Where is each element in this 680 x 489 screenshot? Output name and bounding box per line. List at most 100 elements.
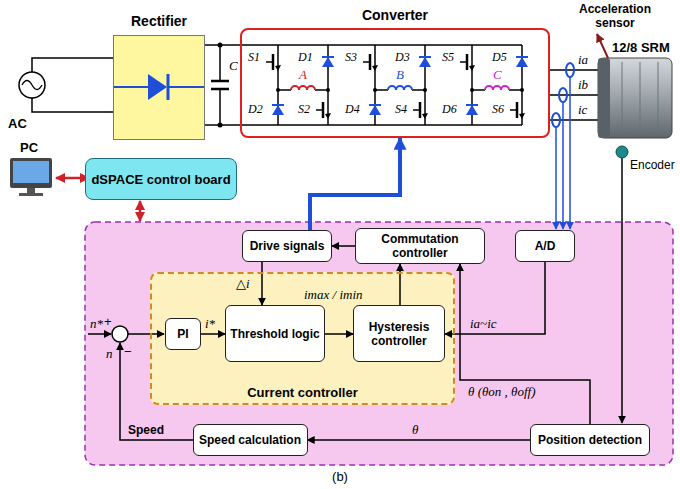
junction-dot [520, 88, 524, 92]
motor-rib [658, 62, 659, 134]
diode-symbol [466, 105, 478, 115]
box-text: dSPACE control board [91, 172, 230, 187]
text-label: S3 [345, 50, 357, 64]
wire [32, 58, 113, 72]
summing-junction [112, 326, 128, 342]
rectifier-box: Rectifier [113, 35, 205, 140]
text-label: n [106, 346, 113, 361]
diode-bar [272, 104, 284, 106]
rectifier-fill [113, 35, 205, 140]
text-label: A [299, 67, 307, 82]
diode-lead [113, 86, 148, 88]
junction-dot [423, 88, 427, 92]
controller-group: Current controller PI Threshold logic Hyste… [150, 272, 455, 405]
junction-dot [326, 88, 330, 92]
encoder-symbol [616, 146, 628, 158]
connector-arrow [332, 245, 355, 247]
heading-text: Converter [202, 7, 588, 24]
junction-dot [218, 43, 223, 48]
box-text: Position detection [538, 433, 642, 447]
motor-rib [640, 62, 641, 134]
igbt-arrow [372, 65, 378, 71]
diode-bar [369, 104, 381, 106]
process-box: Hysteresis controller [353, 305, 445, 362]
heading-text: Rectifier [74, 13, 244, 30]
text-label: D1 [298, 50, 313, 64]
text-label: C [229, 58, 238, 73]
connector-arrow [325, 333, 353, 335]
current-sensor [552, 113, 560, 127]
phase-winding [291, 86, 315, 90]
pc-stand [27, 188, 35, 193]
igbt-gate [510, 109, 517, 111]
current-sensor [559, 88, 567, 102]
text-label: ia [578, 52, 588, 67]
signal-label: imax / imin [304, 287, 363, 302]
signal-label: θ (θon , θoff) [468, 384, 536, 399]
process-box: A/D [515, 230, 575, 262]
speed-feedback [120, 343, 194, 440]
diode-symbol [516, 57, 528, 67]
reference-input [88, 333, 111, 335]
connector-arrow [308, 439, 531, 441]
connector-arrow [310, 138, 400, 230]
motor-body [598, 58, 672, 138]
capacitor-plate [211, 80, 229, 83]
text-label: S6 [492, 102, 504, 116]
encoder-signal [621, 158, 623, 423]
text-label: 12/8 SRM [612, 40, 670, 55]
text-label: D4 [345, 102, 360, 116]
signal-label: i* [205, 316, 215, 331]
current-controller-fill [150, 272, 455, 405]
connector-arrow [399, 264, 401, 305]
process-box: Threshold logic [225, 305, 325, 362]
text-label: S2 [298, 102, 310, 116]
text-label: − [124, 344, 132, 359]
box-text: PI [177, 327, 188, 341]
phase-winding [485, 86, 509, 90]
signal-label: θ [412, 422, 418, 437]
pc-screen [13, 161, 49, 183]
igbt-arrow [275, 65, 281, 71]
text-label: D3 [395, 50, 410, 64]
igbt-arrow [519, 113, 525, 119]
box-text: Speed calculation [199, 433, 301, 447]
pc-base [19, 193, 43, 196]
igbt-gate [363, 61, 370, 63]
diode-bar [516, 56, 528, 58]
capacitor-lead [219, 89, 221, 125]
current-sensor [566, 63, 574, 77]
text-label: S5 [442, 50, 454, 64]
current-signal [555, 127, 557, 229]
box-text: Threshold logic [230, 327, 319, 341]
igbt-arrow [469, 65, 475, 71]
junction-dot [470, 88, 474, 92]
diode-symbol [148, 74, 167, 100]
connector-arrow [460, 264, 590, 424]
wire [32, 98, 113, 112]
igbt-gate [460, 61, 467, 63]
current-signal [562, 102, 564, 229]
motor-flange [598, 58, 610, 138]
phase-wire [550, 94, 598, 96]
text-label: PC [20, 140, 38, 155]
text-label: B [396, 67, 404, 82]
signal-label: △i [236, 276, 250, 291]
text-label: D2 [248, 102, 263, 116]
converter-box: Converter [240, 28, 550, 138]
current-signal [569, 77, 571, 229]
diode-bar [322, 56, 334, 58]
text-label: + [104, 314, 112, 329]
box-text: Hysteresis controller [354, 320, 444, 348]
capacitor-lead [219, 45, 221, 81]
box-text: Drive signals [250, 239, 325, 253]
igbt-gate [413, 109, 420, 111]
diode-bar [167, 74, 170, 100]
phase-winding [388, 86, 412, 90]
igbt-gate [316, 109, 323, 111]
heading-text: Current controller [152, 385, 453, 400]
text-label: S4 [395, 102, 407, 116]
text-label: Speed [128, 423, 164, 437]
connector-arrow [201, 333, 225, 335]
